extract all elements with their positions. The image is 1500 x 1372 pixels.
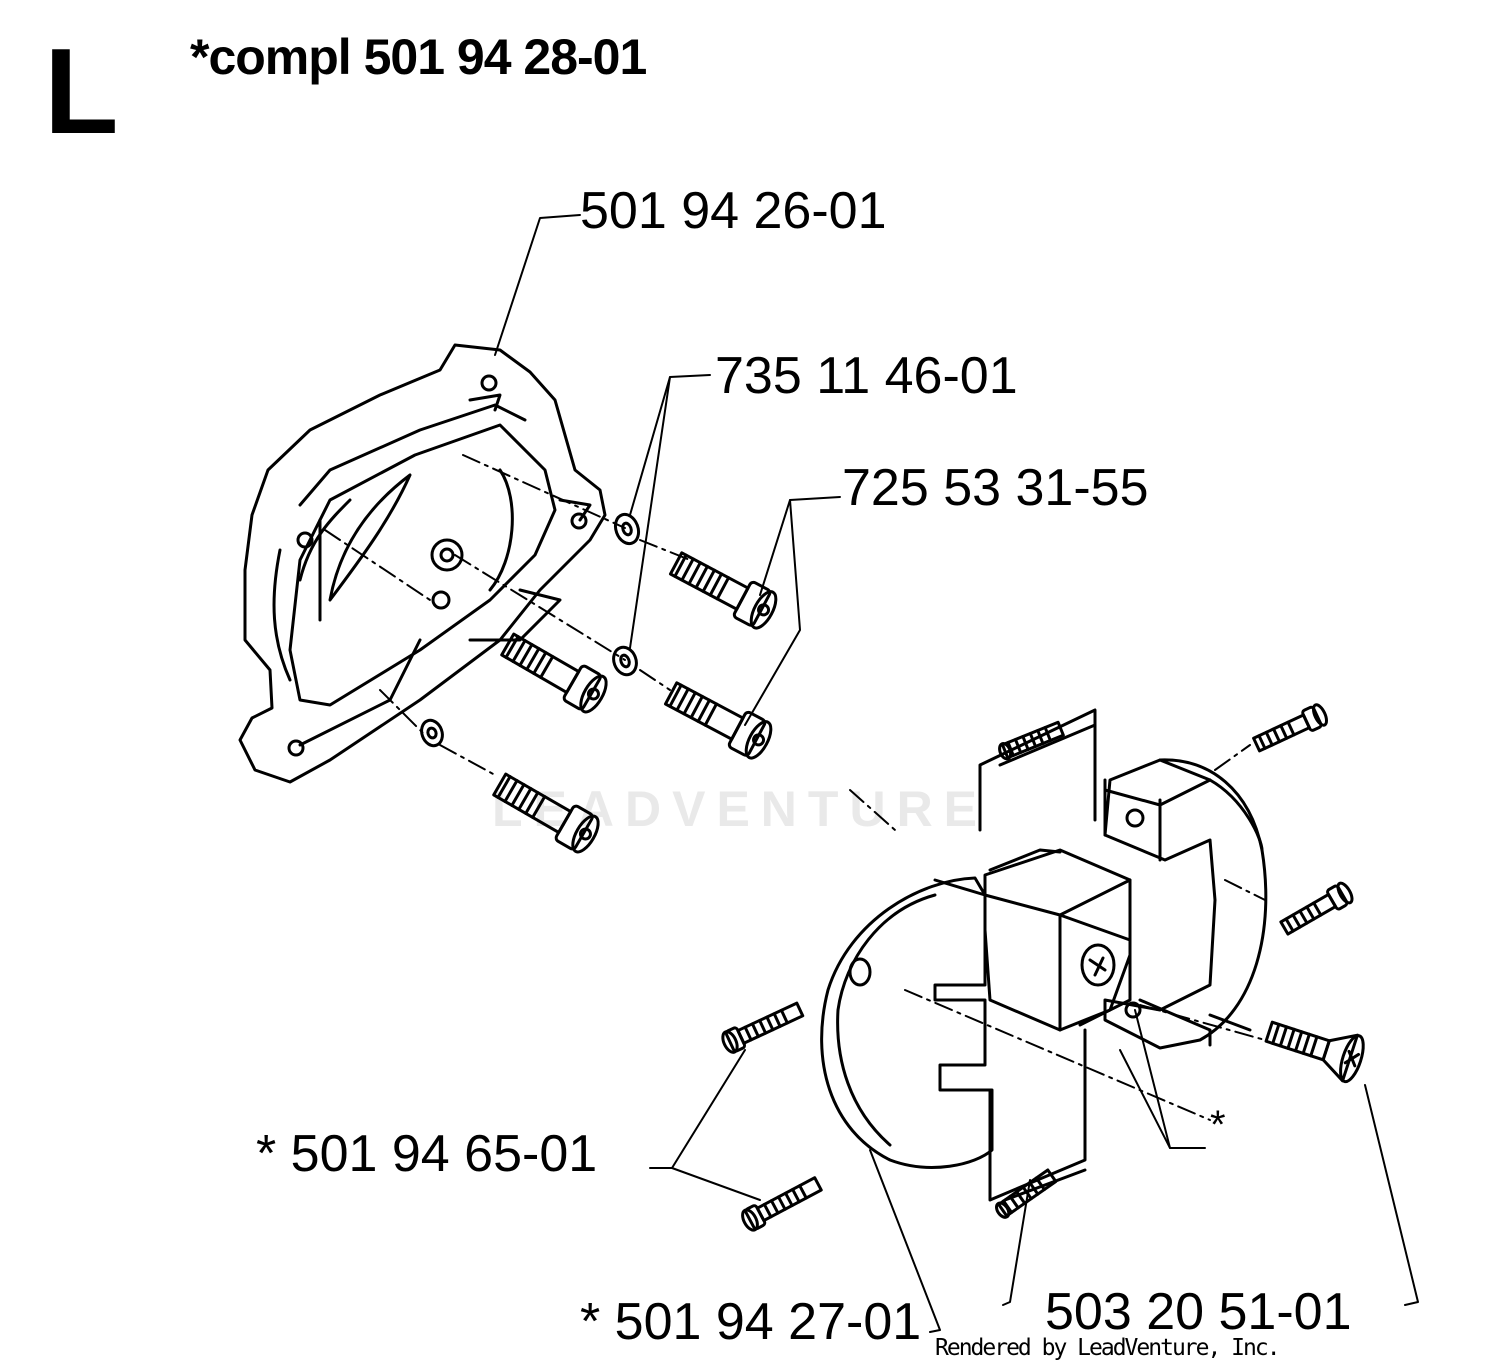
clutch-screws-drawing xyxy=(721,703,1365,1232)
clutch-assembly-drawing xyxy=(820,708,1268,1202)
washers-drawing xyxy=(420,512,641,748)
complete-assembly-label: *compl 501 94 28-01 xyxy=(190,29,647,85)
part-number-housing-screw[interactable]: 725 53 31-55 xyxy=(842,459,1149,517)
part-number-clutch-housing[interactable]: 501 94 26-01 xyxy=(580,182,887,240)
clutch-housing-drawing xyxy=(238,343,607,784)
part-number-clutch-shoe[interactable]: * 501 94 27-01 xyxy=(580,1293,922,1351)
part-number-clutch-screw[interactable]: * 501 94 65-01 xyxy=(256,1125,598,1183)
housing-screws-drawing xyxy=(492,551,778,854)
kit-marker-asterisk: * xyxy=(1210,1103,1226,1147)
leader-lines xyxy=(494,214,1419,1333)
part-number-spring-screw[interactable]: 503 20 51-01 xyxy=(1045,1283,1352,1341)
footer-credit: Rendered by LeadVenture, Inc. xyxy=(935,1335,1281,1361)
part-number-washer[interactable]: 735 11 46-01 xyxy=(715,347,1018,405)
section-letter: L xyxy=(44,23,119,159)
